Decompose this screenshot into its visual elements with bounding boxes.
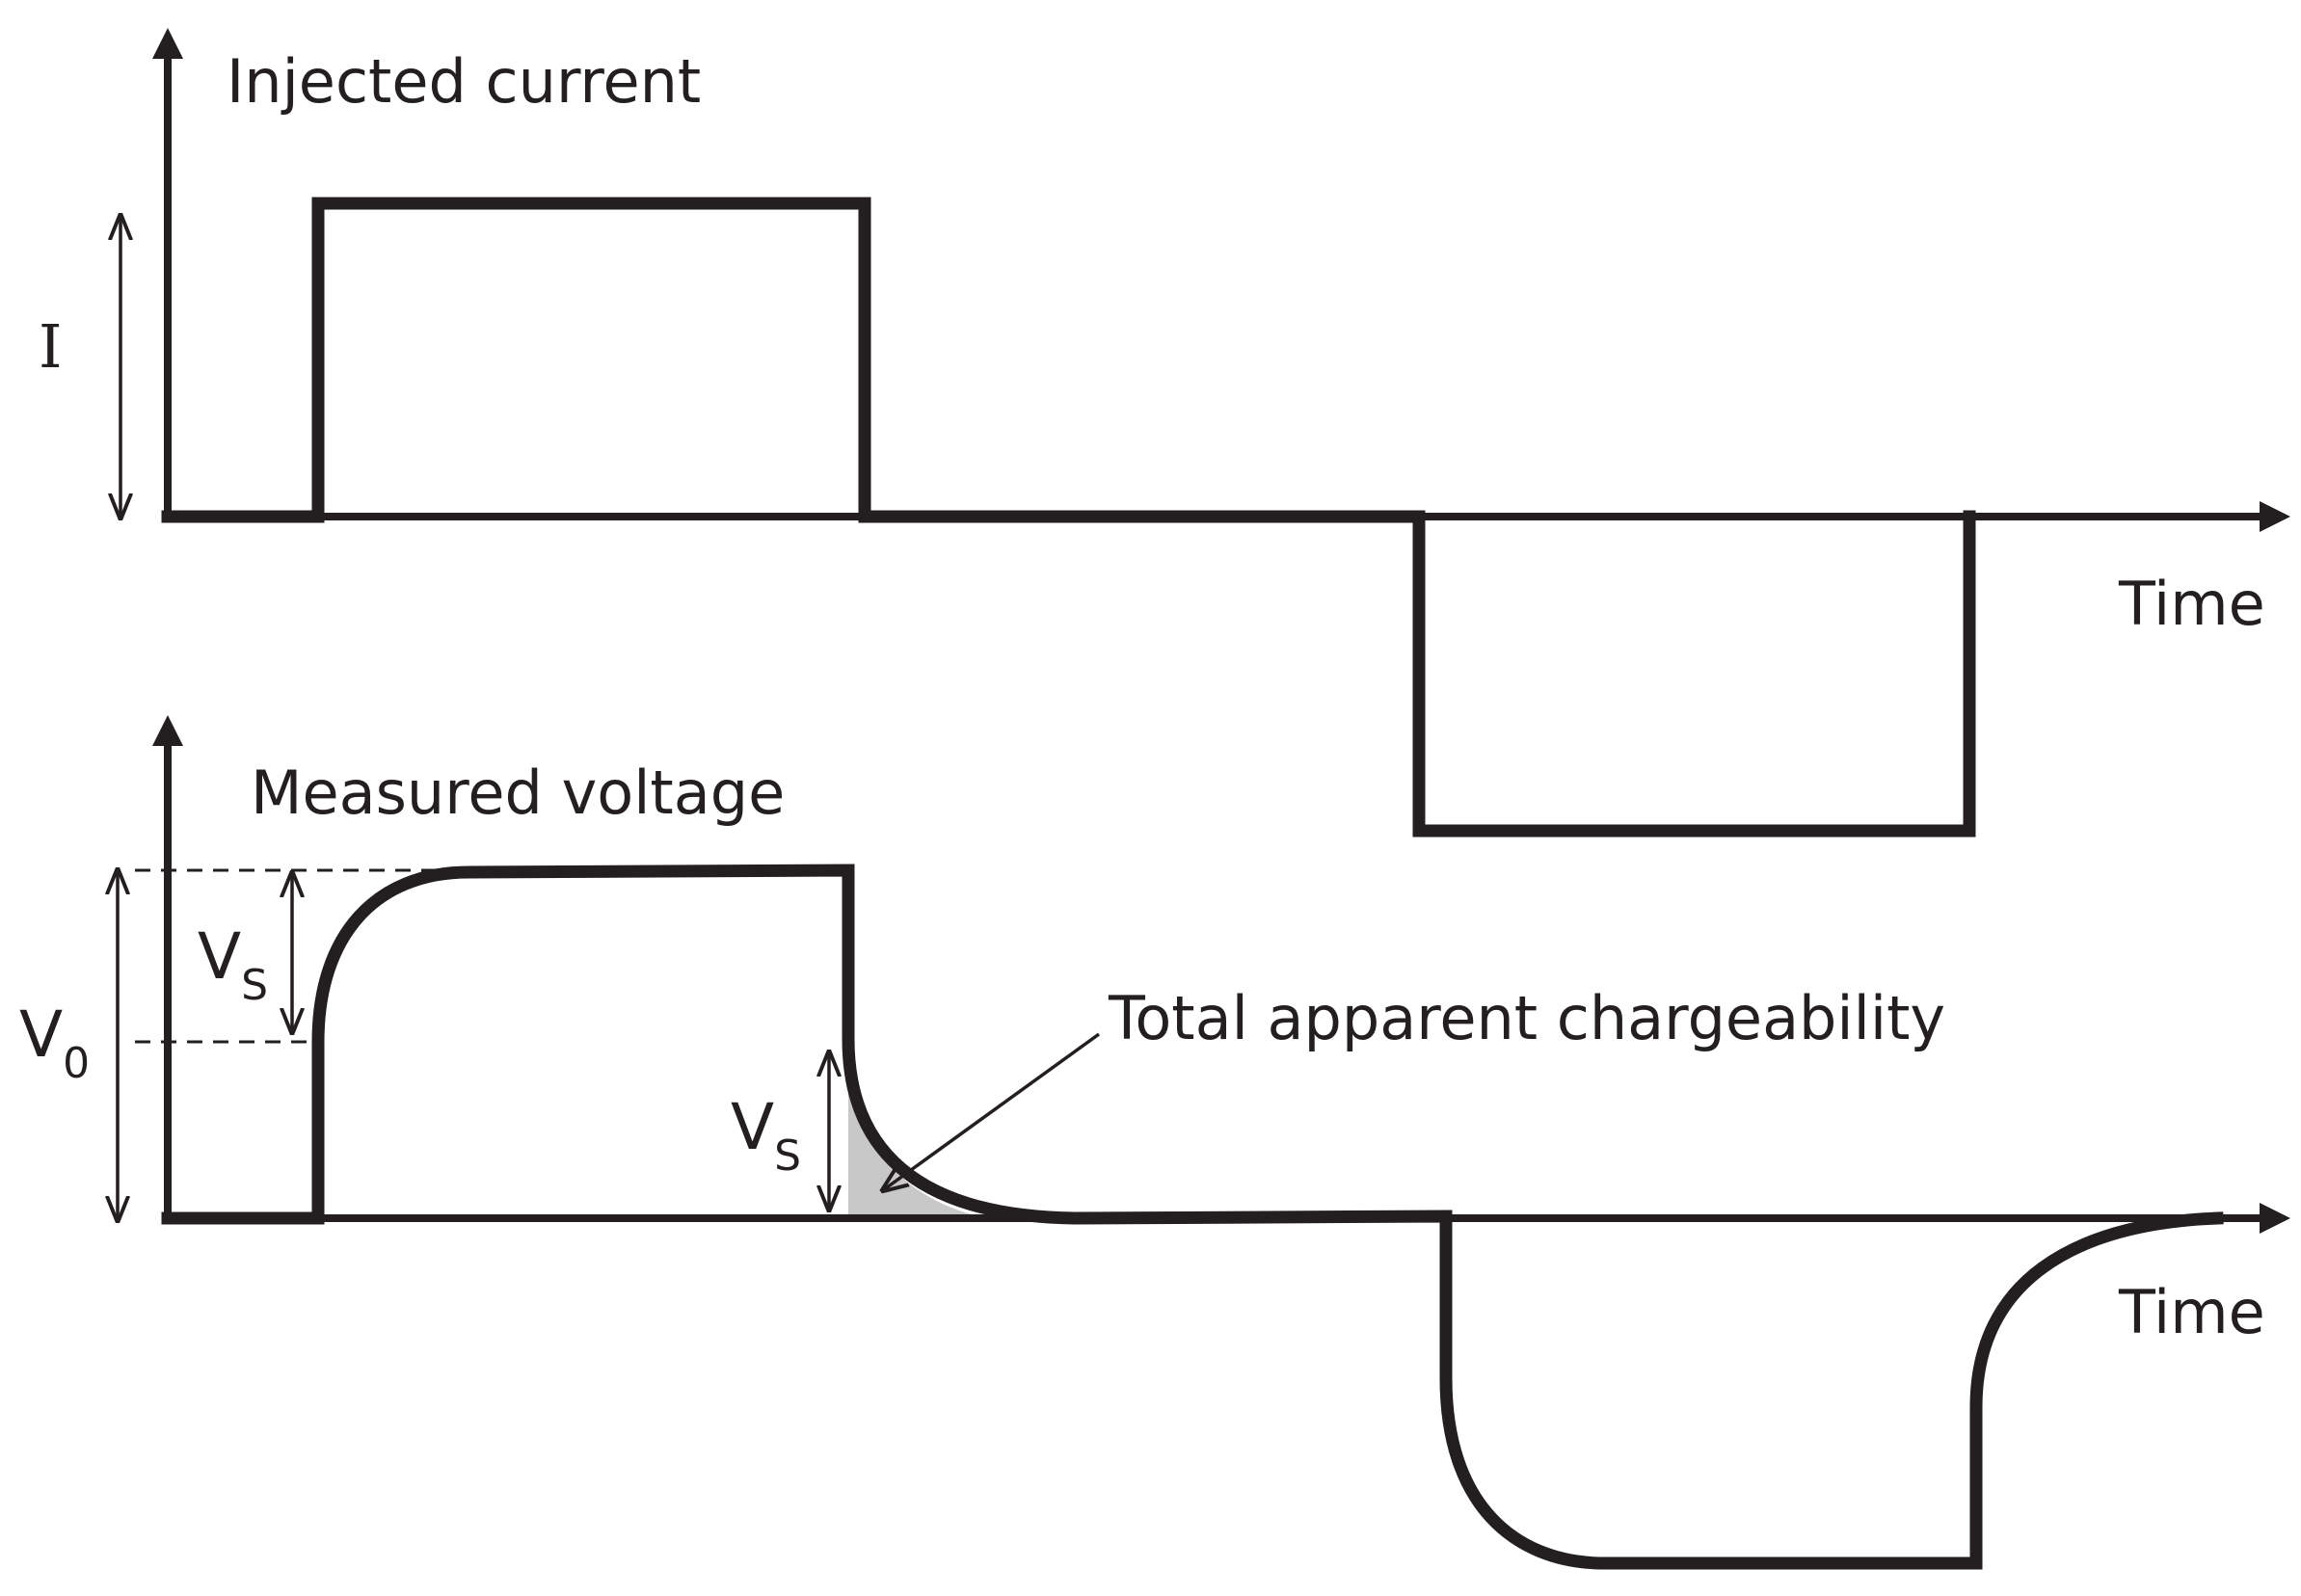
- v0-label: V0: [19, 998, 90, 1088]
- current-title: Injected current: [227, 46, 701, 117]
- vs-lower-label: VS: [731, 1090, 801, 1181]
- current-amplitude-label: I: [39, 311, 63, 382]
- vs-upper-label: VS: [198, 919, 268, 1010]
- v0-label-main: V: [19, 998, 63, 1072]
- voltage-title: Measured voltage: [251, 758, 785, 828]
- chargeability-pointer-arrow: [883, 1032, 1101, 1190]
- v0-label-sub: 0: [63, 1039, 90, 1088]
- voltage-waveform: [161, 864, 2224, 1570]
- vs-upper-label-sub: S: [241, 961, 268, 1010]
- chargeability-annotation: Total apparent chargeability: [1108, 983, 1945, 1053]
- current-waveform: [161, 197, 1976, 838]
- vs-upper-label-main: V: [198, 919, 241, 994]
- current-panel: Injected current I Time: [39, 28, 2290, 838]
- current-x-axis-label: Time: [2118, 569, 2265, 639]
- voltage-panel: Measured voltage V0 VS VS Total apparent…: [19, 715, 2290, 1570]
- voltage-x-axis-label: Time: [2118, 1277, 2265, 1347]
- vs-lower-label-main: V: [731, 1090, 774, 1164]
- vs-lower-label-sub: S: [774, 1131, 801, 1181]
